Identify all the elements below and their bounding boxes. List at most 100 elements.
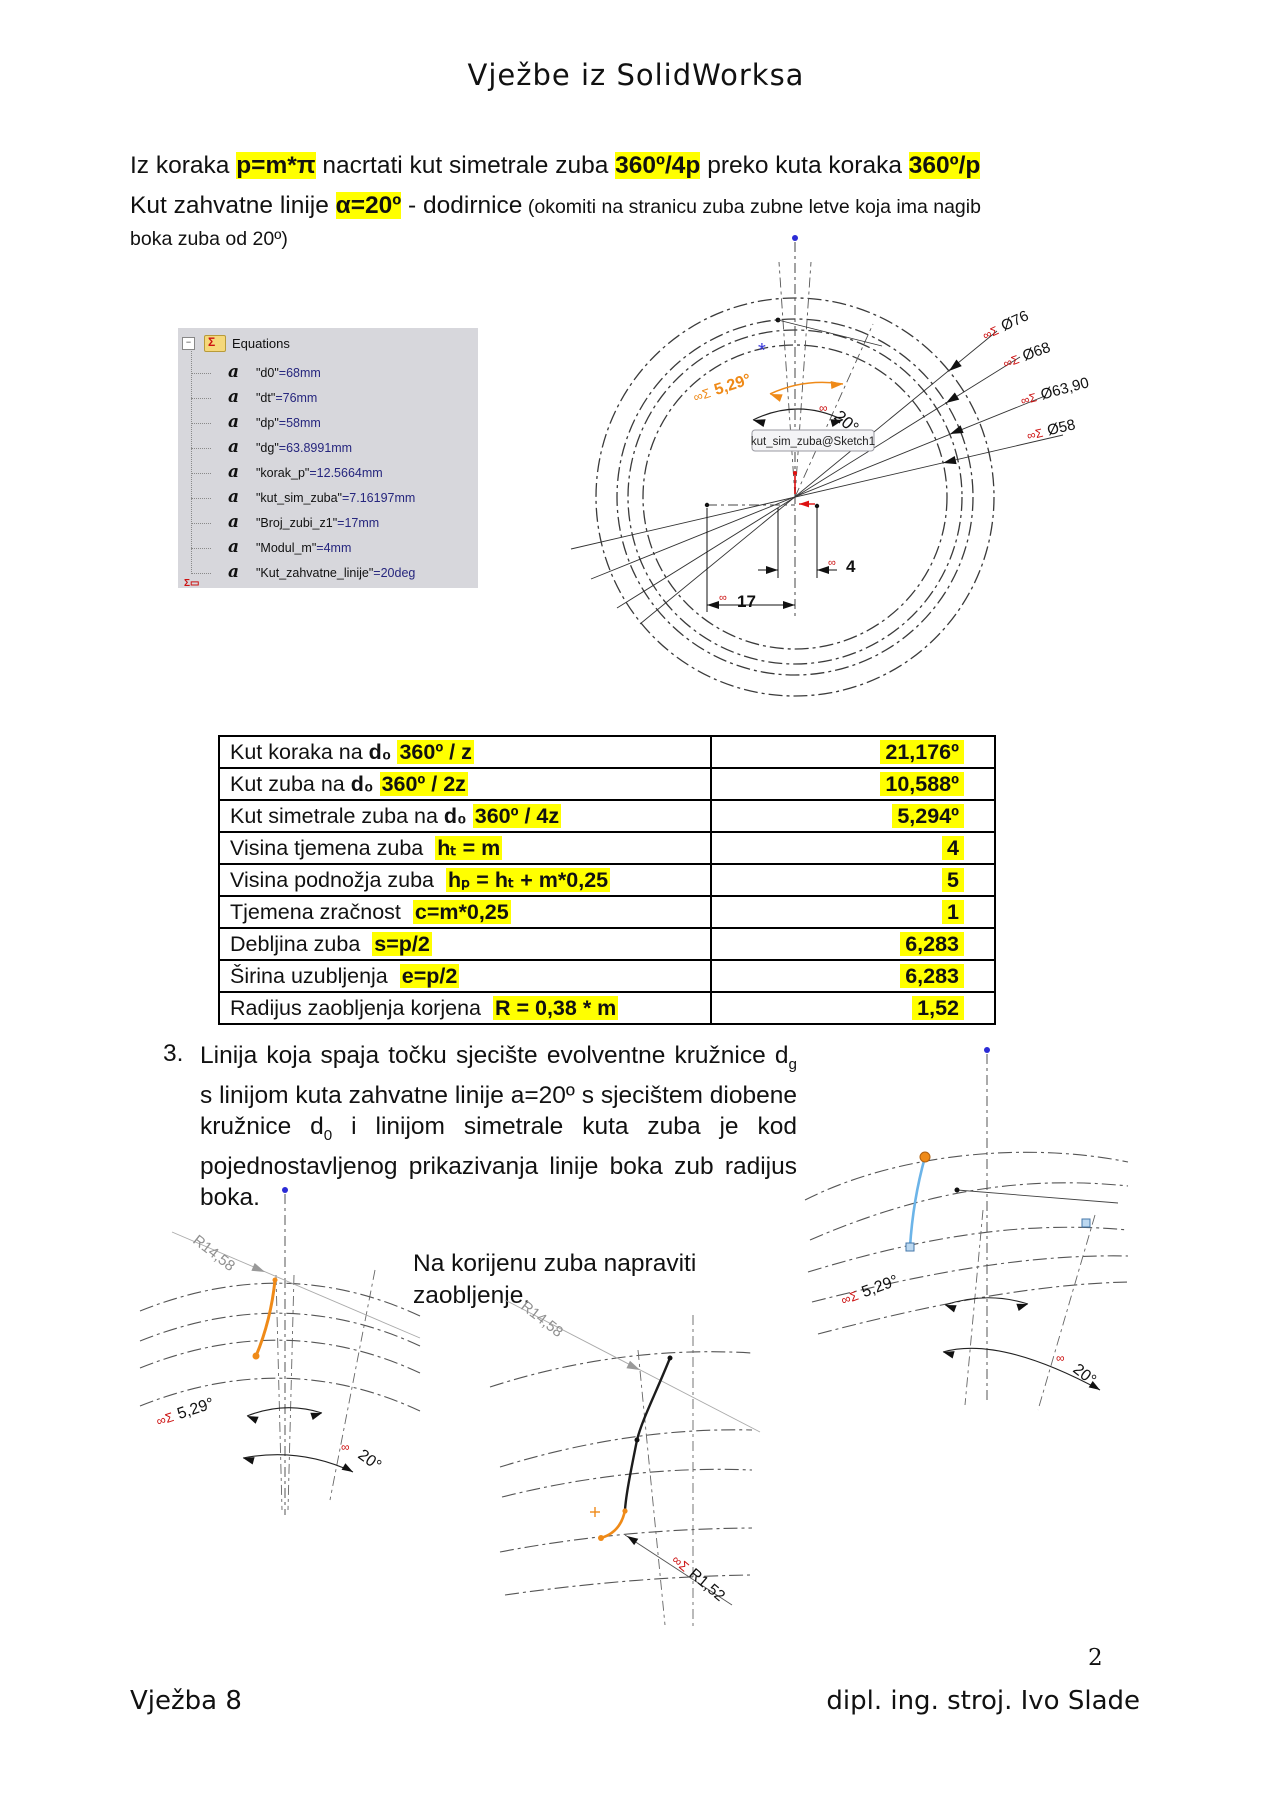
parameter-cell: Tjemena zračnost c=m*0,25 [218, 895, 712, 929]
fillet-center-cross [590, 1507, 600, 1517]
equations-panel: − Σ Equations a "d0"=68mm a "dt"=76mm a … [178, 328, 478, 589]
equation-name: "d0" [256, 366, 279, 380]
list-item-number: 3. [163, 1040, 184, 1067]
value-cell: 10,588º [710, 767, 996, 801]
equation-name: "Kut_zahvatne_linije" [256, 566, 374, 580]
linked-dim-icon: ∞ [828, 557, 836, 569]
linked-dim-icon: ∞ [1056, 1351, 1065, 1365]
table-row: Tjemena zračnost c=m*0,25 1 [218, 895, 996, 929]
intro-line-1: Iz koraka p=m*π nacrtati kut simetrale z… [130, 152, 981, 179]
equation-variable-icon: a [228, 537, 240, 557]
equations-folder-icon: Σ [204, 335, 226, 352]
linked-dim-icon: ∞ [819, 401, 828, 415]
equation-item: a "d0"=68mm [178, 361, 478, 386]
equation-item: a "Broj_zubi_z1"=17mm [178, 511, 478, 536]
parameter-cell: Radijus zaobljenja korjena R = 0,38 * m [218, 991, 712, 1025]
symmetry-angle-label: ∞Σ5,29° [154, 1395, 216, 1430]
tree-stub [191, 423, 211, 424]
flank-radius-label: R14,58 [190, 1232, 239, 1275]
tooth-flank-arc [623, 1357, 672, 1511]
equation-name: "korak_p" [256, 466, 310, 480]
dim-4-label: 4 [846, 557, 856, 576]
endpoint-handle-square [905, 1242, 915, 1252]
parameter-cell: Debljina zuba s=p/2 [218, 927, 712, 961]
equation-value: =76mm [275, 391, 318, 405]
equation-item: a "dt"=76mm [178, 386, 478, 411]
tree-stub [191, 523, 211, 524]
equation-variable-icon: a [228, 387, 240, 407]
equation-variable-icon: a [228, 437, 240, 457]
flank-radius-label: R14,58 [518, 1298, 567, 1341]
paragraph-text: i linijom simetrale kuta zuba je kod poj… [200, 1112, 797, 1211]
value-cell: 5 [710, 863, 996, 897]
page-title: Vježbe iz SolidWorksa [467, 58, 805, 92]
highlight-formula: α=20º [335, 192, 402, 219]
pressure-angle-label: 20° [355, 1446, 385, 1474]
equations-root-label: Equations [232, 336, 290, 351]
radius-leader-line [171, 1231, 421, 1339]
tooltip-text: kut_sim_zuba@Sketch1 [751, 436, 875, 448]
tooth-construction-lines [778, 261, 874, 498]
sketch-asterisk-point: * [758, 340, 766, 362]
tooth-detail-right-drawing: ∞Σ5,29° ∞ 20° [804, 1047, 1129, 1411]
root-fillet-arc [600, 1509, 627, 1540]
value-cell: 1 [710, 895, 996, 929]
equation-value: =4mm [316, 541, 352, 555]
equation-variable-icon: a [228, 562, 240, 582]
value-cell: 21,176º [710, 735, 996, 769]
highlight-formula: 360º/4p [615, 152, 701, 179]
symmetry-angle-label: ∞Σ5,29° [839, 1272, 901, 1308]
equation-value: =12.5664mm [309, 466, 383, 480]
tooth-root-fillet-drawing: R14,58 ∞ΣR1,52 [489, 1298, 761, 1630]
diameter-label: ∞ΣØ68 [1001, 339, 1053, 372]
tree-stub [191, 373, 211, 374]
tree-stub [191, 548, 211, 549]
intro-paragraph: Iz koraka p=m*π nacrtati kut simetrale z… [130, 146, 1060, 251]
pressure-angle-arc [942, 1347, 1101, 1391]
symmetry-angle-arc [944, 1297, 1029, 1306]
equation-item: a "korak_p"=12.5664mm [178, 461, 478, 486]
parameter-cell: Visina podnožja zuba hₚ = hₜ + m*0,25 [218, 863, 712, 897]
equation-item: a "Modul_m"=4mm [178, 536, 478, 561]
symmetry-angle-arc [246, 1407, 323, 1417]
equation-value: =7.16197mm [342, 491, 416, 505]
circle-arcs [139, 1282, 421, 1412]
circle-arcs [489, 1351, 753, 1596]
equation-item: a "kut_sim_zuba"=7.16197mm [178, 486, 478, 511]
diameter-label: ∞ΣØ63,90 [1019, 374, 1091, 409]
pressure-angle-arc [242, 1454, 354, 1473]
equation-variable-icon: a [228, 412, 240, 432]
equation-item: a "dg"=63.8991mm [178, 436, 478, 461]
equation-name: "dt" [256, 391, 276, 405]
cropped-icon-fragment: Σ▭ [184, 578, 200, 589]
equation-name: "kut_sim_zuba" [256, 491, 342, 505]
diameter-label: ∞ΣØ58 [1025, 416, 1077, 444]
tree-connector-line [191, 344, 192, 572]
equation-value: =58mm [278, 416, 321, 430]
subscript-text: g [788, 1055, 797, 1073]
paragraph-text: s linijom kuta zahvatne linije a=20º s s… [200, 1081, 797, 1140]
value-cell: 1,52 [710, 991, 996, 1025]
tree-stub [191, 473, 211, 474]
item3-paragraph: Linija koja spaja točku sjecište evolven… [200, 1040, 797, 1213]
subscript-text: 0 [323, 1126, 333, 1144]
equation-name: "Broj_zubi_z1" [256, 516, 338, 530]
sketch-point-blue [282, 1187, 288, 1193]
collapse-icon: − [182, 337, 195, 350]
parameter-cell: Visina tjemena zuba hₜ = m [218, 831, 712, 865]
main-gear-drawing: ∞ΣØ76 ∞ΣØ68 ∞ΣØ63,90 ∞ΣØ58 * ∞Σ5,29° ∞ 2… [570, 235, 1091, 697]
intro-line-3: boka zuba od 20º) [130, 228, 288, 250]
selected-flank-arc [908, 1156, 927, 1248]
equation-name: "Modul_m" [256, 541, 317, 555]
equation-item: a "Kut_zahvatne_linije"=20deg [178, 561, 478, 586]
highlight-formula: p=m*π [236, 152, 316, 179]
tooth-symmetry-angle-label: ∞Σ5,29° [691, 371, 753, 406]
construction-point [954, 1187, 960, 1193]
linked-dim-icon: ∞ [341, 1440, 350, 1454]
diameter-label: ∞ΣØ76 [980, 307, 1032, 343]
footer-exercise-label: Vježba 8 [130, 1686, 242, 1716]
